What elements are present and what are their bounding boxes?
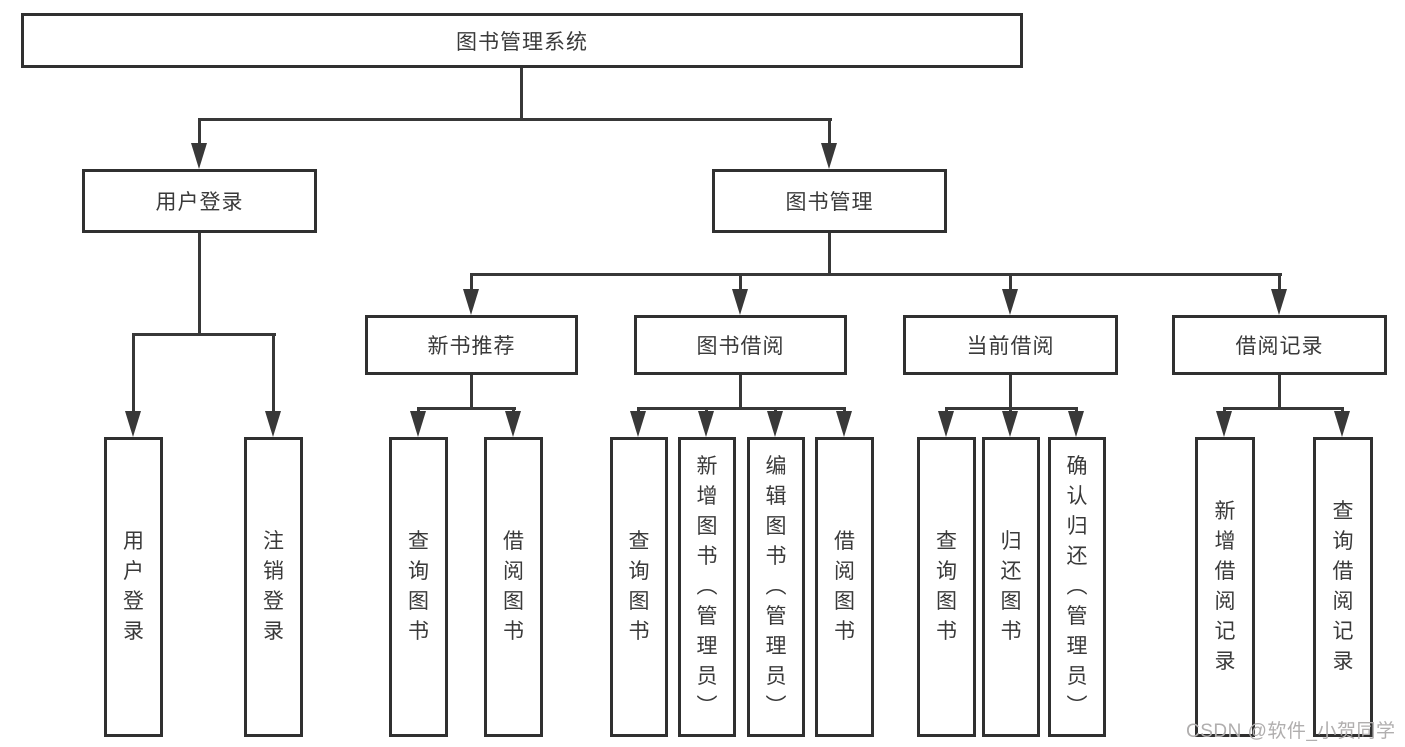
leaf-label: 借阅图书	[834, 530, 855, 643]
connector-arrow	[1271, 289, 1287, 315]
connector-arrow	[1216, 411, 1232, 437]
node-book-management: 图书管理	[712, 169, 947, 233]
connector-line	[132, 333, 135, 413]
leaf-user-login: 用户登录	[104, 437, 163, 737]
connector-line	[272, 333, 275, 413]
connector-arrow	[698, 411, 714, 437]
connector-arrow	[410, 411, 426, 437]
connector-line	[1009, 273, 1012, 291]
connector-line	[470, 273, 473, 291]
node-label: 图书管理	[785, 191, 874, 214]
csdn-watermark: CSDN @软件_小贺同学	[1186, 721, 1396, 742]
connector-arrow	[125, 411, 141, 437]
connector-arrow	[505, 411, 521, 437]
leaf-label: 查询图书	[936, 530, 957, 643]
connector-arrow	[767, 411, 783, 437]
connector-line	[470, 375, 473, 410]
connector-arrow	[1002, 411, 1018, 437]
connector-arrow	[191, 143, 207, 169]
leaf-nbr-query-books: 查询图书	[389, 437, 448, 737]
leaf-label: 新增借阅记录	[1214, 500, 1236, 673]
connector-line	[739, 273, 742, 291]
leaf-label: 注销登录	[263, 530, 284, 643]
leaf-label: 用户登录	[123, 530, 144, 643]
connector-line	[470, 273, 1282, 276]
connector-line	[1009, 375, 1012, 410]
connector-line	[520, 68, 523, 118]
leaf-nbr-borrow-books: 借阅图书	[484, 437, 543, 737]
node-label: 图书管理系统	[456, 30, 588, 54]
connector-arrow	[938, 411, 954, 437]
connector-arrow	[1334, 411, 1350, 437]
node-label: 图书借阅	[696, 335, 785, 358]
connector-arrow	[732, 289, 748, 315]
connector-arrow	[821, 143, 837, 169]
leaf-br-add-borrow-record: 新增借阅记录	[1195, 437, 1255, 737]
leaf-br-query-borrow-record: 查询借阅记录	[1313, 437, 1373, 737]
leaf-bb-query-books: 查询图书	[610, 437, 668, 737]
connector-arrow	[630, 411, 646, 437]
connector-line	[198, 118, 201, 148]
leaf-bb-add-books-admin: 新增图书︵管理员︶	[678, 437, 736, 737]
node-user-login: 用户登录	[82, 169, 317, 233]
connector-line	[828, 233, 831, 276]
connector-line	[637, 407, 845, 410]
node-current-borrowing: 当前借阅	[903, 315, 1118, 375]
leaf-cb-return-books: 归还图书	[982, 437, 1040, 737]
connector-arrow	[265, 411, 281, 437]
leaf-bb-borrow-books: 借阅图书	[815, 437, 874, 737]
leaf-label: 确认归还︵管理员︶	[1066, 455, 1088, 718]
connector-arrow	[1068, 411, 1084, 437]
node-book-borrowing: 图书借阅	[634, 315, 847, 375]
leaf-label: 借阅图书	[503, 530, 524, 643]
connector-line	[132, 333, 276, 336]
connector-arrow	[463, 289, 479, 315]
node-borrowing-records: 借阅记录	[1172, 315, 1387, 375]
connector-line	[1278, 375, 1281, 410]
node-label: 借阅记录	[1235, 335, 1324, 358]
connector-line	[828, 118, 831, 148]
leaf-label: 查询图书	[408, 530, 429, 643]
leaf-logout: 注销登录	[244, 437, 303, 737]
leaf-label: 归还图书	[1000, 530, 1022, 643]
node-label: 新书推荐	[427, 335, 516, 358]
node-new-book-recommend: 新书推荐	[365, 315, 578, 375]
leaf-label: 新增图书︵管理员︶	[696, 455, 718, 718]
connector-line	[1223, 407, 1344, 410]
connector-line	[417, 407, 516, 410]
connector-line	[739, 375, 742, 410]
connector-arrow	[1002, 289, 1018, 315]
node-label: 当前借阅	[966, 335, 1055, 358]
connector-line	[198, 118, 832, 121]
leaf-cb-confirm-return-admin: 确认归还︵管理员︶	[1048, 437, 1106, 737]
connector-arrow	[836, 411, 852, 437]
connector-line	[198, 233, 201, 336]
leaf-bb-edit-books-admin: 编辑图书︵管理员︶	[747, 437, 805, 737]
connector-line	[1278, 273, 1281, 291]
leaf-label: 编辑图书︵管理员︶	[765, 455, 787, 718]
node-label: 用户登录	[155, 191, 244, 214]
node-library-management-system: 图书管理系统	[21, 13, 1023, 68]
leaf-label: 查询借阅记录	[1332, 500, 1354, 673]
leaf-cb-query-books: 查询图书	[917, 437, 976, 737]
leaf-label: 查询图书	[628, 530, 650, 643]
